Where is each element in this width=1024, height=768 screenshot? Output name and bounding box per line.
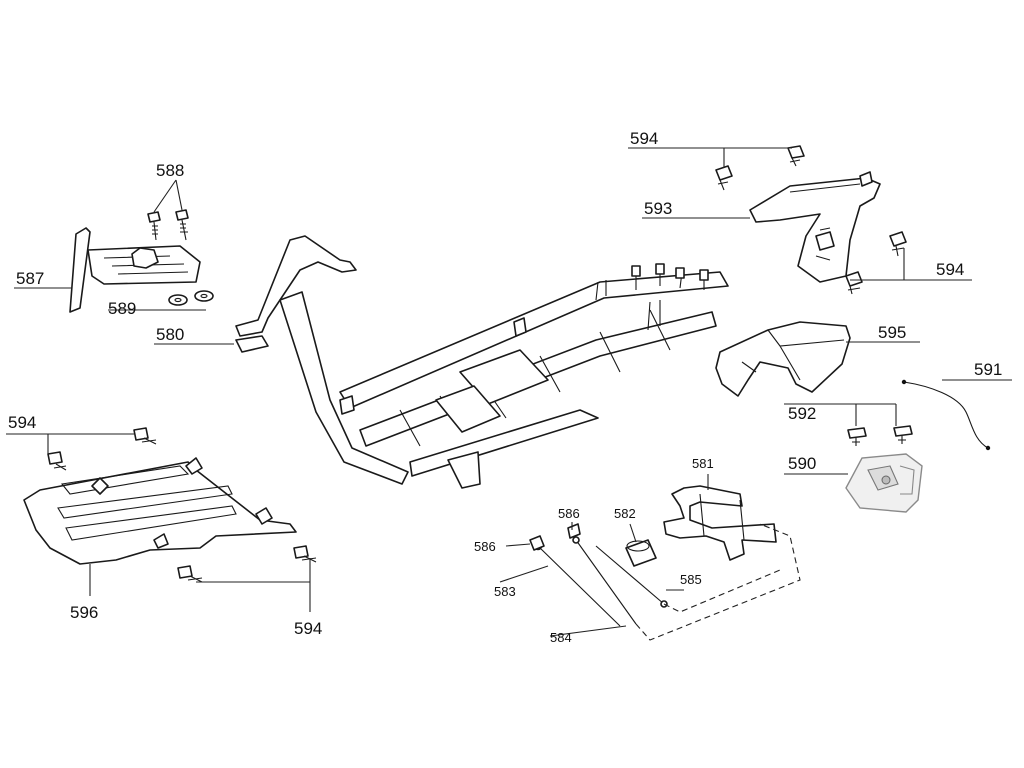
bolts-594-top [715, 145, 805, 191]
label-595: 595 [878, 323, 906, 342]
cover-595 [715, 321, 851, 397]
screws-592 [847, 425, 913, 446]
frame-580 [235, 235, 729, 489]
label-589: 589 [108, 299, 136, 318]
floor-panel-596 [23, 457, 297, 565]
latch-590 [845, 453, 923, 513]
label-586-upper: 586 [558, 506, 580, 521]
leader-lines [6, 147, 1012, 637]
label-594-top: 594 [630, 129, 658, 148]
bolts-594-right [845, 231, 907, 295]
label-594-left-top: 594 [8, 413, 36, 432]
bolts-588 [147, 209, 189, 241]
label-581: 581 [692, 456, 714, 471]
bushing-582 [625, 539, 657, 567]
bolts-594-left-top [47, 427, 157, 471]
label-593: 593 [644, 199, 672, 218]
label-585: 585 [680, 572, 702, 587]
label-594-left-bottom: 594 [294, 619, 322, 638]
label-594-right: 594 [936, 260, 964, 279]
washers-589 [168, 290, 214, 306]
bracket-587 [69, 227, 201, 313]
assembly-outline [635, 523, 801, 641]
label-583: 583 [494, 584, 516, 599]
label-590: 590 [788, 454, 816, 473]
clips-586 [529, 523, 581, 551]
bolts-594-left-bottom [177, 545, 317, 583]
label-591: 591 [974, 360, 1002, 379]
label-588: 588 [156, 161, 184, 180]
bracket-593 [749, 171, 881, 283]
label-584: 584 [550, 630, 572, 645]
label-580: 580 [156, 325, 184, 344]
label-586-left: 586 [474, 539, 496, 554]
label-596: 596 [70, 603, 98, 622]
shaft-584 [572, 536, 637, 625]
label-592: 592 [788, 404, 816, 423]
stand-581 [663, 485, 777, 561]
label-582: 582 [614, 506, 636, 521]
part-labels: 594 593 594 595 591 592 590 588 587 589 … [8, 129, 1002, 645]
cable-591 [901, 379, 991, 451]
label-587: 587 [16, 269, 44, 288]
